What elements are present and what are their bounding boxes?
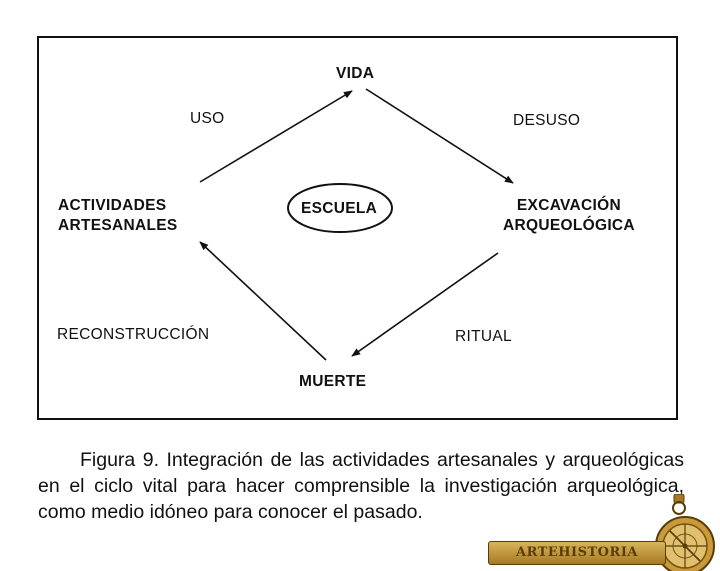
node-muerte: MUERTE: [299, 373, 367, 390]
diagram-frame: [37, 36, 678, 420]
figure-caption: Figura 9. Integración de las actividades…: [38, 447, 684, 525]
node-escuela: ESCUELA: [301, 200, 378, 217]
caption-text: Figura 9. Integración de las actividades…: [38, 449, 684, 523]
node-excavacion-arqueologica: EXCAVACIÓN ARQUEOLÓGICA: [503, 197, 635, 234]
node-actividades-artesanales: ACTIVIDADES ARTESANALES: [58, 197, 178, 234]
label-desuso: DESUSO: [513, 112, 581, 129]
label-uso: USO: [190, 110, 225, 127]
label-ritual: RITUAL: [455, 328, 512, 345]
arrow-desuso: [365, 88, 514, 184]
arrow-ritual: [351, 252, 499, 357]
arrow-reconstruccion: [199, 241, 327, 361]
escuela-ellipse: [287, 183, 393, 233]
cycle-arrows: [199, 88, 514, 361]
arrow-uso: [199, 90, 353, 183]
artehistoria-logo: ArteHistoria: [488, 541, 666, 565]
node-vida: VIDA: [336, 65, 375, 82]
label-reconstruccion: RECONSTRUCCIÓN: [57, 326, 210, 343]
